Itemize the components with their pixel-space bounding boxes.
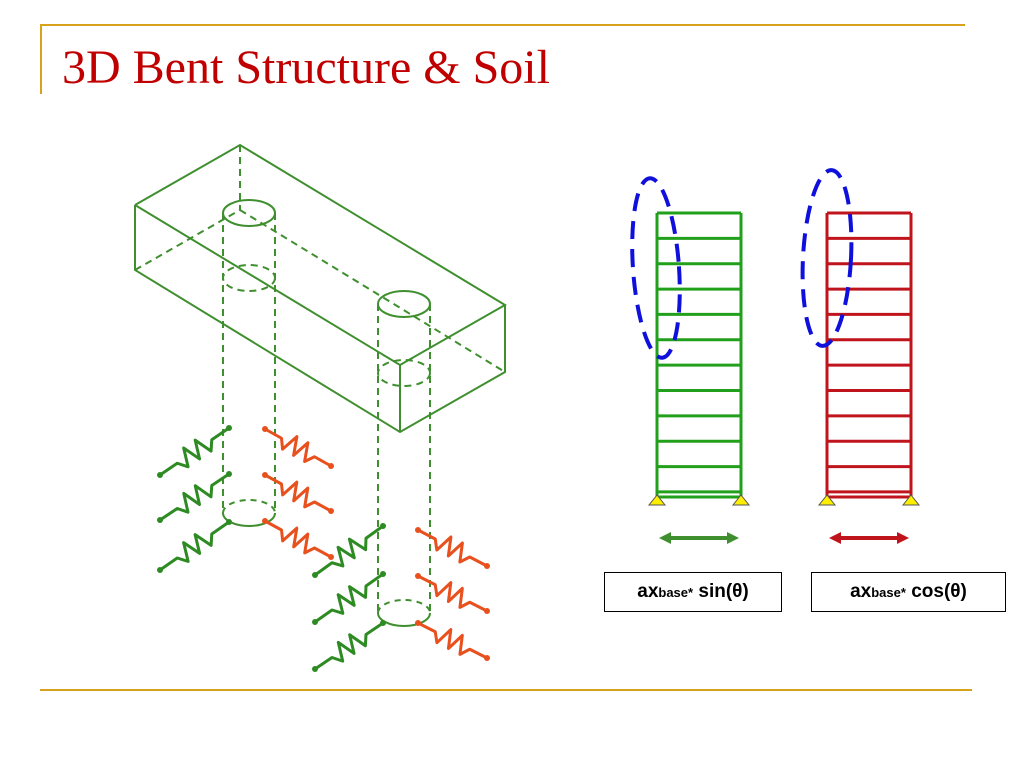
ground-motion-arrow-icon — [829, 532, 909, 544]
cos-label-rest: cos(θ) — [905, 581, 967, 602]
soil-springs — [157, 425, 490, 672]
bottom-accent-line — [40, 689, 972, 691]
elevation-frames — [630, 168, 921, 544]
soil-spring-right — [262, 472, 334, 514]
left-accent-line — [40, 24, 42, 94]
soil-spring-right — [262, 518, 334, 560]
soil-spring-left — [157, 425, 232, 478]
soil-spring-left — [312, 620, 386, 672]
pin-support-icon — [647, 494, 667, 506]
ground-motion-arrow-icon — [659, 532, 739, 544]
cos-label-superscript: * — [900, 584, 906, 600]
page-title: 3D Bent Structure & Soil — [62, 41, 550, 94]
sin-label-base: ax — [637, 581, 659, 602]
pile-left — [222, 199, 276, 527]
pile-cap — [134, 143, 507, 434]
highlight-ellipse — [630, 176, 682, 360]
sin-label-superscript: * — [688, 584, 694, 600]
soil-spring-left — [312, 571, 386, 625]
soil-spring-left — [157, 519, 232, 573]
cos-label-subscript: base — [871, 584, 901, 600]
pin-support-icon — [731, 494, 751, 506]
soil-spring-right — [415, 620, 490, 661]
pin-support-icon — [901, 494, 921, 506]
sin-label-subscript: base — [658, 584, 689, 600]
soil-spring-right — [262, 426, 334, 469]
top-accent-line — [40, 24, 965, 26]
cos-label-base: ax — [850, 581, 872, 602]
sin-label-rest: sin(θ) — [693, 581, 749, 602]
pin-support-icon — [817, 494, 837, 506]
soil-spring-right — [415, 573, 490, 614]
bent-structure-3d — [134, 143, 507, 627]
sin-frame — [630, 176, 751, 544]
soil-spring-right — [415, 527, 490, 569]
soil-spring-left — [312, 523, 386, 578]
cos-frame — [800, 168, 921, 544]
pile-right — [377, 290, 431, 627]
soil-spring-left — [157, 471, 232, 523]
highlight-ellipse — [800, 168, 854, 348]
